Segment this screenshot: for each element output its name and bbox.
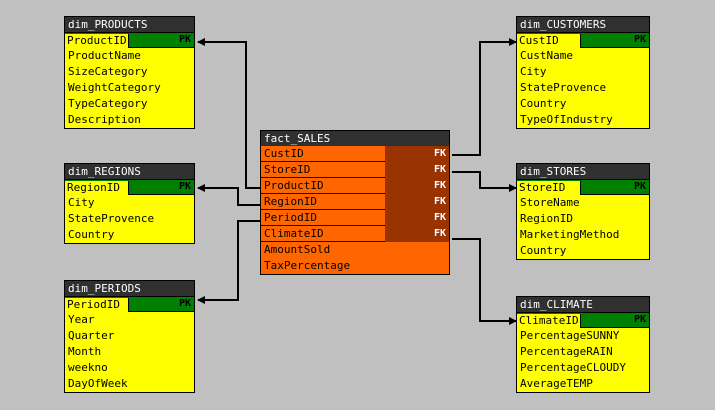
field-row[interactable]: Country (520, 97, 567, 110)
primary-key-row[interactable]: StoreID PK (517, 179, 649, 195)
link-customer (452, 38, 517, 156)
primary-key-row[interactable]: ClimateID PK (517, 312, 649, 328)
field-row[interactable]: TypeOfIndustry (520, 113, 613, 126)
primary-key-row[interactable]: CustID PK (517, 32, 649, 48)
primary-key-row[interactable]: PeriodID PK (65, 296, 194, 312)
key-field: StoreID (517, 181, 581, 195)
table-title: dim_REGIONS (65, 164, 194, 179)
table-dim-stores[interactable]: dim_STORES StoreID PK StoreName RegionID… (516, 163, 650, 260)
pk-badge: PK (633, 181, 646, 192)
field-row[interactable]: PercentageRAIN (520, 345, 613, 358)
foreign-key-row[interactable]: CustID FK (261, 146, 449, 162)
fk-badge: FK (385, 178, 449, 194)
foreign-key-row[interactable]: StoreID FK (261, 162, 449, 178)
primary-key-row[interactable]: ProductID PK (65, 32, 194, 48)
foreign-key-row[interactable]: ProductID FK (261, 178, 449, 194)
field-row[interactable]: StateProvence (68, 212, 155, 225)
table-fact-sales[interactable]: fact_SALES CustID FK StoreID FK ProductI… (260, 130, 450, 275)
field-row[interactable]: PercentageCLOUDY (520, 361, 626, 374)
key-field: RegionID (65, 181, 129, 195)
field-row[interactable]: DayOfWeek (68, 377, 128, 390)
field-row[interactable]: SizeCategory (68, 65, 148, 78)
field-row[interactable]: MarketingMethod (520, 228, 620, 241)
key-field: ProductID (65, 34, 129, 48)
fk-field: CustID (261, 146, 386, 162)
table-title: dim_PERIODS (65, 281, 194, 296)
fk-field: PeriodID (261, 210, 386, 226)
fk-badge: FK (385, 194, 449, 210)
measure-row[interactable]: AmountSold (261, 242, 449, 258)
pk-badge: PK (633, 34, 646, 45)
pk-badge: PK (178, 181, 191, 192)
link-region (197, 184, 260, 206)
fk-field: RegionID (261, 194, 386, 210)
pk-badge: PK (178, 298, 191, 309)
fk-field: ClimateID (261, 226, 386, 242)
table-dim-products[interactable]: dim_PRODUCTS ProductID PK ProductName Si… (64, 16, 195, 129)
field-row[interactable]: weekno (68, 361, 108, 374)
field-row[interactable]: Country (68, 228, 115, 241)
field-row[interactable]: City (68, 196, 95, 209)
field-row[interactable]: PercentageSUNNY (520, 329, 620, 342)
table-dim-regions[interactable]: dim_REGIONS RegionID PK City StateProven… (64, 163, 195, 244)
fk-badge: FK (385, 210, 449, 226)
link-product (197, 38, 260, 189)
fk-field: StoreID (261, 162, 386, 178)
field-row[interactable]: Year (68, 313, 95, 326)
pk-badge: PK (633, 314, 646, 325)
key-field: PeriodID (65, 298, 129, 312)
field-row[interactable]: AverageTEMP (520, 377, 593, 390)
field-row[interactable]: Country (520, 244, 567, 257)
table-title: dim_STORES (517, 164, 649, 179)
field-row[interactable]: Description (68, 113, 141, 126)
link-climate (452, 238, 517, 325)
field-row[interactable]: Month (68, 345, 102, 358)
fk-field: ProductID (261, 178, 386, 194)
field-row[interactable]: StoreName (520, 196, 580, 209)
key-field: CustID (517, 34, 581, 48)
table-title: fact_SALES (261, 131, 449, 146)
key-field: ClimateID (517, 314, 581, 328)
field-row[interactable]: CustName (520, 49, 573, 62)
field-row[interactable]: RegionID (520, 212, 573, 225)
field-row[interactable]: Quarter (68, 329, 115, 342)
foreign-key-row[interactable]: PeriodID FK (261, 210, 449, 226)
fk-badge: FK (385, 226, 449, 242)
primary-key-row[interactable]: RegionID PK (65, 179, 194, 195)
foreign-key-row[interactable]: ClimateID FK (261, 226, 449, 242)
link-period (197, 220, 260, 304)
field-row[interactable]: StateProvence (520, 81, 607, 94)
link-store (452, 171, 517, 192)
table-dim-customers[interactable]: dim_CUSTOMERS CustID PK CustName City St… (516, 16, 650, 129)
field-row[interactable]: WeightCategory (68, 81, 161, 94)
field-row[interactable]: City (520, 65, 547, 78)
table-dim-periods[interactable]: dim_PERIODS PeriodID PK Year Quarter Mon… (64, 280, 195, 393)
table-dim-climate[interactable]: dim_CLIMATE ClimateID PK PercentageSUNNY… (516, 296, 650, 393)
fk-badge: FK (385, 146, 449, 162)
table-title: dim_PRODUCTS (65, 17, 194, 32)
measure-row[interactable]: TaxPercentage (261, 258, 449, 274)
field-row[interactable]: TypeCategory (68, 97, 148, 110)
field-row[interactable]: ProductName (68, 49, 141, 62)
pk-badge: PK (178, 34, 191, 45)
table-title: dim_CLIMATE (517, 297, 649, 312)
table-title: dim_CUSTOMERS (517, 17, 649, 32)
fk-badge: FK (385, 162, 449, 178)
foreign-key-row[interactable]: RegionID FK (261, 194, 449, 210)
